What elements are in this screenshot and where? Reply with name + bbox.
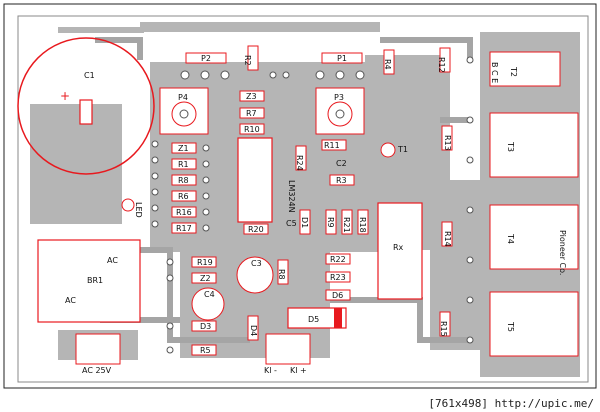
z2-label: Z2: [200, 274, 211, 283]
r19-label: R19: [197, 258, 213, 267]
c2-label: C2: [336, 159, 347, 168]
transistor-t4: T4: [489, 204, 579, 270]
t2-label: T2: [509, 66, 518, 77]
r8-label: R8: [178, 176, 189, 185]
capacitor-c1: C1 + basketeboard: [17, 37, 155, 175]
z3-label: Z3: [246, 92, 257, 101]
r9-label: R9: [326, 217, 335, 228]
t5-label: T5: [506, 321, 515, 332]
d6-label: D6: [332, 291, 343, 300]
ac-top-label: AC: [107, 256, 118, 265]
component-labels: R2 R4 R12 Z3 R7 R10 Z1 R1 R8 R6 R16 R17 …: [176, 55, 452, 355]
transistor-t3: T3: [489, 112, 579, 178]
d5-label: D5: [308, 315, 319, 324]
r11-label: R11: [324, 141, 340, 150]
c3-label: C3: [251, 259, 262, 268]
c5-label: C5: [286, 219, 297, 228]
r1-label: R1: [178, 160, 189, 169]
diode-d5: D5: [287, 307, 347, 329]
r15-label: R15: [439, 321, 448, 337]
r18-label: R18: [358, 217, 367, 233]
r17-label: R17: [176, 224, 192, 233]
r10-label: R10: [244, 125, 260, 134]
r23-label: R23: [330, 273, 346, 282]
capacitor-c4: C4: [191, 287, 225, 321]
transistor-t5: T5: [489, 291, 579, 357]
t4-label: T4: [506, 233, 515, 244]
led-label: LED: [134, 202, 143, 218]
ac-left-label: AC: [65, 296, 76, 305]
p1-label: P1: [337, 54, 347, 63]
ic-label: LM324N: [287, 180, 296, 213]
d3-label: D3: [200, 322, 211, 331]
p4-label: P4: [178, 93, 188, 102]
r13-label: R13: [443, 135, 452, 151]
r16-label: R16: [176, 208, 192, 217]
t2-pins-label: B C E: [490, 62, 499, 83]
r6-label: R6: [178, 192, 189, 201]
t3-label: T3: [506, 141, 515, 152]
z1-label: Z1: [178, 144, 189, 153]
r4-label: R4: [383, 59, 392, 70]
led: LED: [121, 198, 143, 218]
resistor-bodies: [171, 45, 453, 356]
kl-plus-label: Kl +: [290, 366, 307, 375]
p2-label: P2: [201, 54, 211, 63]
capacitor-c3: C3: [236, 256, 274, 294]
brand-right-label: Pioneer Co.: [558, 230, 567, 275]
t1-label: T1: [397, 145, 408, 154]
p3-label: P3: [334, 93, 344, 102]
r7-label: R7: [246, 109, 257, 118]
bridge-rectifier-br1: BR1 AC AC: [37, 239, 141, 323]
r5-label: R5: [200, 346, 211, 355]
r20-label: R20: [248, 225, 264, 234]
connector-ac25v: AC 25V: [75, 333, 121, 375]
svg-text:+: +: [60, 89, 70, 103]
br1-label: BR1: [87, 276, 103, 285]
image-caption: [761x498] http://upic.me/: [428, 397, 594, 410]
kl-minus-label: Kl -: [264, 366, 277, 375]
r24-label: R24: [295, 155, 304, 171]
r21-label: R21: [342, 217, 351, 233]
transistor-t1: T1: [380, 142, 408, 158]
d4-label: D4: [249, 325, 258, 336]
r3-label: R3: [336, 176, 347, 185]
c1-label: C1: [84, 71, 95, 80]
c4-label: C4: [204, 290, 215, 299]
r14-label: R14: [443, 231, 452, 247]
pot-p2: P2: [180, 52, 230, 80]
pot-p3: P3: [315, 87, 365, 135]
r12-label: R12: [437, 57, 446, 73]
resistor-rx: Rx: [377, 202, 423, 300]
pot-p4: P4: [159, 87, 209, 135]
pot-p1: P1: [315, 52, 365, 80]
connector-speaker: Kl - Kl +: [264, 333, 311, 375]
d1-label: D1: [300, 217, 309, 228]
pads: [151, 56, 474, 354]
r22-label: R22: [330, 255, 346, 264]
ac25v-label: AC 25V: [82, 366, 112, 375]
rx-label: Rx: [393, 243, 404, 252]
ic-lm324n: LM324N: [237, 137, 296, 223]
r8b-label: R8: [277, 269, 286, 280]
r2-label: R2: [243, 55, 252, 66]
transistor-t2: T2 B C E: [489, 51, 561, 87]
